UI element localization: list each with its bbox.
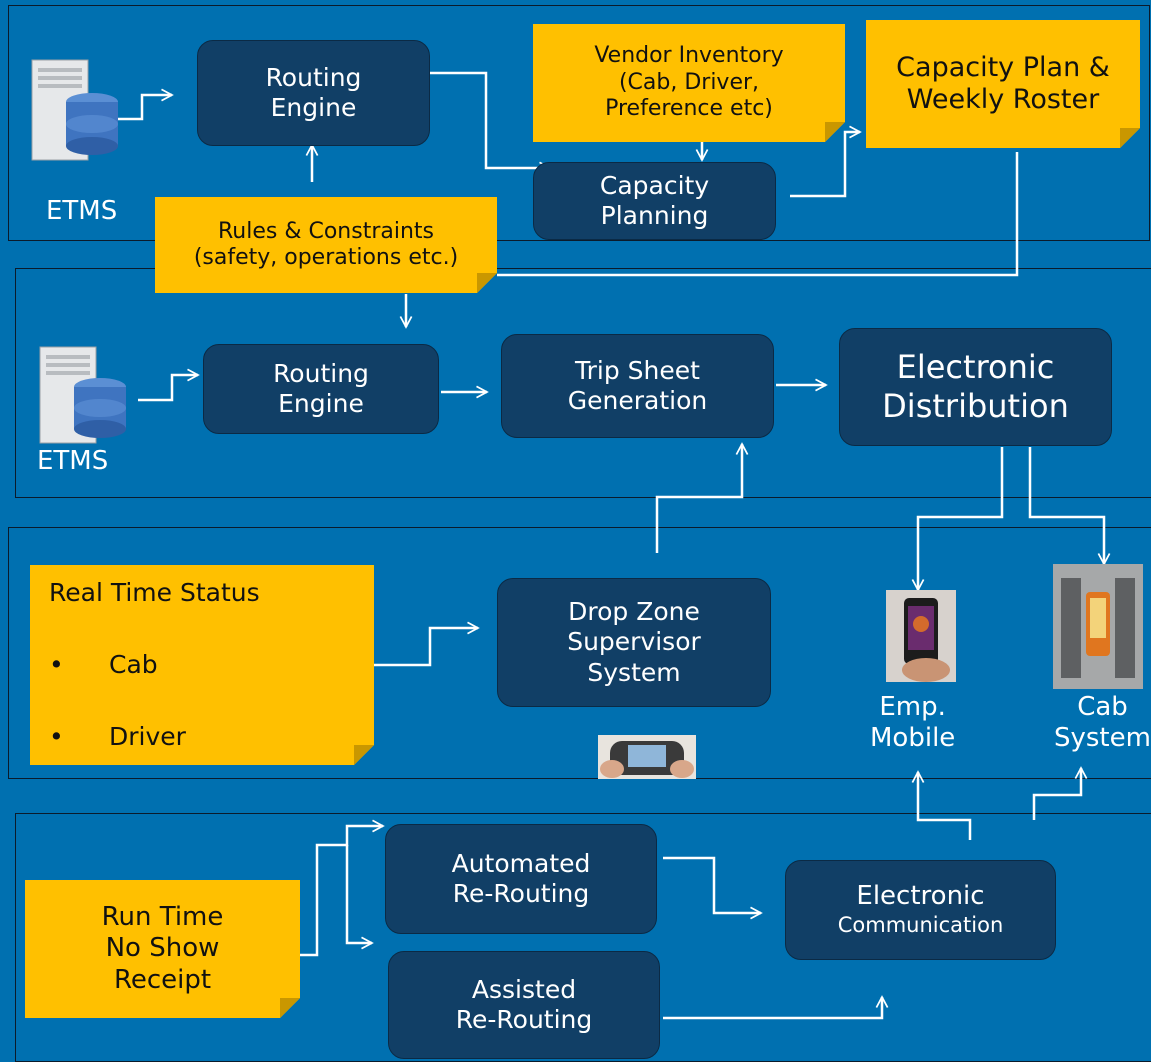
assisted-rerouting-box: Assisted Re-Routing	[388, 951, 660, 1059]
vendor-inventory-detail: (Cab, Driver, Preference etc)	[605, 69, 773, 122]
routing-engine-box-1: Routing Engine	[197, 40, 430, 146]
capacity-plan-note: Capacity Plan & Weekly Roster	[866, 20, 1140, 148]
drop-zone-box: Drop Zone Supervisor System	[497, 578, 771, 707]
vendor-inventory-note: Vendor Inventory (Cab, Driver, Preferenc…	[533, 24, 845, 142]
status-title: Real Time Status	[49, 578, 260, 607]
etms-label-1: ETMS	[46, 196, 118, 226]
real-time-status-note: Real Time Status •Cab •Driver •Employees	[30, 565, 374, 765]
run-time-note: Run Time No Show Receipt	[25, 880, 300, 1018]
automated-rerouting-box: Automated Re-Routing	[385, 824, 657, 934]
etms-label-2: ETMS	[37, 446, 109, 476]
electronic-detail: Communication	[837, 913, 1004, 938]
emp-mobile-label: Emp. Mobile	[870, 692, 956, 753]
trip-sheet-box: Trip Sheet Generation	[501, 334, 774, 438]
cab-system-label: Cab System	[1054, 692, 1151, 753]
list-item: •Driver	[49, 722, 186, 751]
cab-system-icon	[1053, 564, 1143, 689]
electronic-distribution-box: Electronic Distribution	[839, 328, 1112, 446]
list-item: •Cab	[49, 650, 158, 679]
electronic-title: Electronic	[856, 881, 985, 912]
server-database-icon	[38, 345, 128, 447]
handheld-device-icon	[598, 735, 696, 779]
capacity-planning-box: Capacity Planning	[533, 162, 776, 240]
mobile-phone-icon	[886, 590, 956, 682]
server-database-icon	[30, 58, 120, 164]
rules-constraints-note: Rules & Constraints (safety, operations …	[155, 197, 497, 293]
routing-engine-box-2: Routing Engine	[203, 344, 439, 434]
electronic-communication-box: Electronic Communication	[785, 860, 1056, 960]
vendor-inventory-title: Vendor Inventory	[594, 43, 784, 69]
